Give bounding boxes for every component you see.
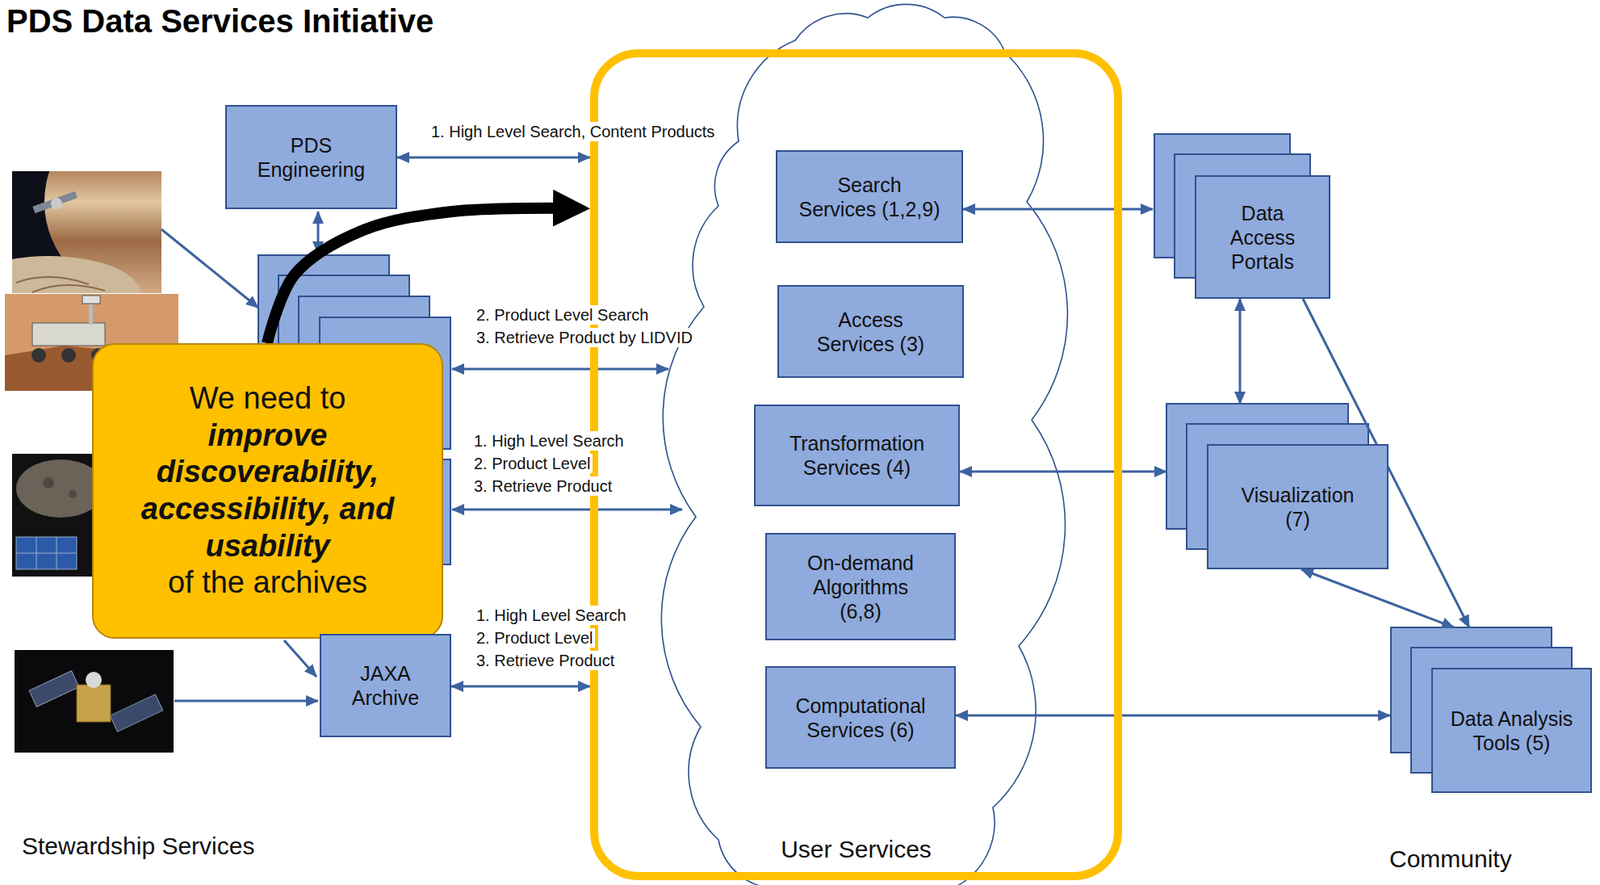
- node-text: PDS Engineering: [247, 133, 377, 182]
- jupiter-spacecraft-picture: [12, 171, 162, 294]
- probe-picture: [14, 649, 174, 753]
- crater: [42, 477, 55, 489]
- flow-arrow: [1301, 569, 1454, 628]
- edge-label: 1. High Level Search, Content Products: [429, 121, 717, 142]
- archive-box: JAXA Archive: [319, 633, 452, 738]
- service-box: Transformation Services (4): [753, 404, 960, 507]
- service-box: Access Services (3): [777, 284, 964, 378]
- leader-arrow: [452, 368, 669, 371]
- picture-ground: [14, 649, 174, 753]
- cloud-outline: [661, 4, 1068, 885]
- solar-panel: [109, 694, 163, 732]
- probe-body: [76, 684, 111, 722]
- crater: [68, 490, 77, 499]
- list-item: 2. Product Level: [474, 628, 595, 648]
- section-label: Community: [1387, 844, 1514, 874]
- node-text: Data Analysis Tools (5): [1443, 706, 1581, 755]
- list-item: 3. Retrieve Product: [472, 476, 614, 496]
- service-box: Search Services (1,2,9): [775, 150, 964, 243]
- europa-moon: [12, 255, 142, 294]
- group-band: User Services Search Services (1,2,9) Acce…: [590, 49, 1123, 880]
- leader-arrow: [284, 640, 317, 677]
- service-box: On-demand Algorithms (6,8): [765, 532, 956, 641]
- node-text: JAXA Archive: [337, 661, 435, 710]
- flow-arrow: [451, 685, 591, 688]
- solar-panel: [32, 191, 78, 214]
- spacecraft-body: [50, 197, 63, 210]
- flow-arrow: [397, 156, 591, 160]
- solar-panel: [16, 536, 77, 570]
- rover-body: [32, 322, 105, 346]
- node-text: Transformation Services (4): [776, 431, 939, 480]
- process-box: PDS Engineering: [225, 104, 398, 210]
- service-box: Computational Services (6): [765, 665, 956, 769]
- node-text: We need to: [189, 380, 347, 418]
- rover-wheel: [31, 347, 47, 363]
- flow-arrow: [963, 208, 1153, 211]
- node-text: Computational Services (6): [779, 693, 942, 742]
- flow-arrow: [955, 714, 1391, 717]
- node-text: Search Services (1,2,9): [797, 172, 942, 222]
- antenna-dish: [85, 671, 102, 688]
- node-text: of the archives: [167, 564, 368, 602]
- node-text: Visualization (7): [1233, 482, 1363, 532]
- rover-head: [82, 295, 101, 304]
- node-text: Access Services (3): [799, 307, 943, 357]
- list-item: 1. High Level Search: [472, 431, 626, 451]
- list-item: 3. Retrieve Product by LIDVID: [474, 327, 695, 348]
- rover-wheel: [61, 347, 76, 363]
- callout-box: We need toimprove discoverability, acces…: [92, 343, 444, 639]
- node-text: improve discoverability, accessibility, …: [104, 417, 432, 565]
- leader-arrow: [452, 508, 683, 511]
- node-text: On-demand Algorithms (6,8): [795, 550, 926, 624]
- list-item: 1. High Level Search: [474, 605, 629, 625]
- flow-arrow: [1239, 298, 1242, 404]
- panel-grid: [16, 536, 77, 570]
- tool-box: Visualization (7): [1206, 443, 1389, 570]
- node-text: User Services: [775, 834, 937, 864]
- tool-box: Data Analysis Tools (5): [1431, 667, 1592, 793]
- solar-panel: [29, 670, 80, 707]
- node-text: Data Access Portals: [1218, 201, 1307, 274]
- section-label: Stewardship Services: [20, 831, 256, 861]
- moon-streaks: [16, 276, 105, 293]
- flow-arrow: [959, 470, 1167, 474]
- diagram-title: PDS Data Services Initiative: [6, 1, 434, 41]
- list-item: 3. Retrieve Product: [474, 650, 616, 671]
- leader-arrow: [174, 699, 319, 703]
- portal-box: Data Access Portals: [1194, 175, 1331, 299]
- leader-arrow: [161, 229, 259, 308]
- list-item: 2. Product Level: [472, 453, 593, 474]
- list-item: 2. Product Level Search: [474, 305, 650, 325]
